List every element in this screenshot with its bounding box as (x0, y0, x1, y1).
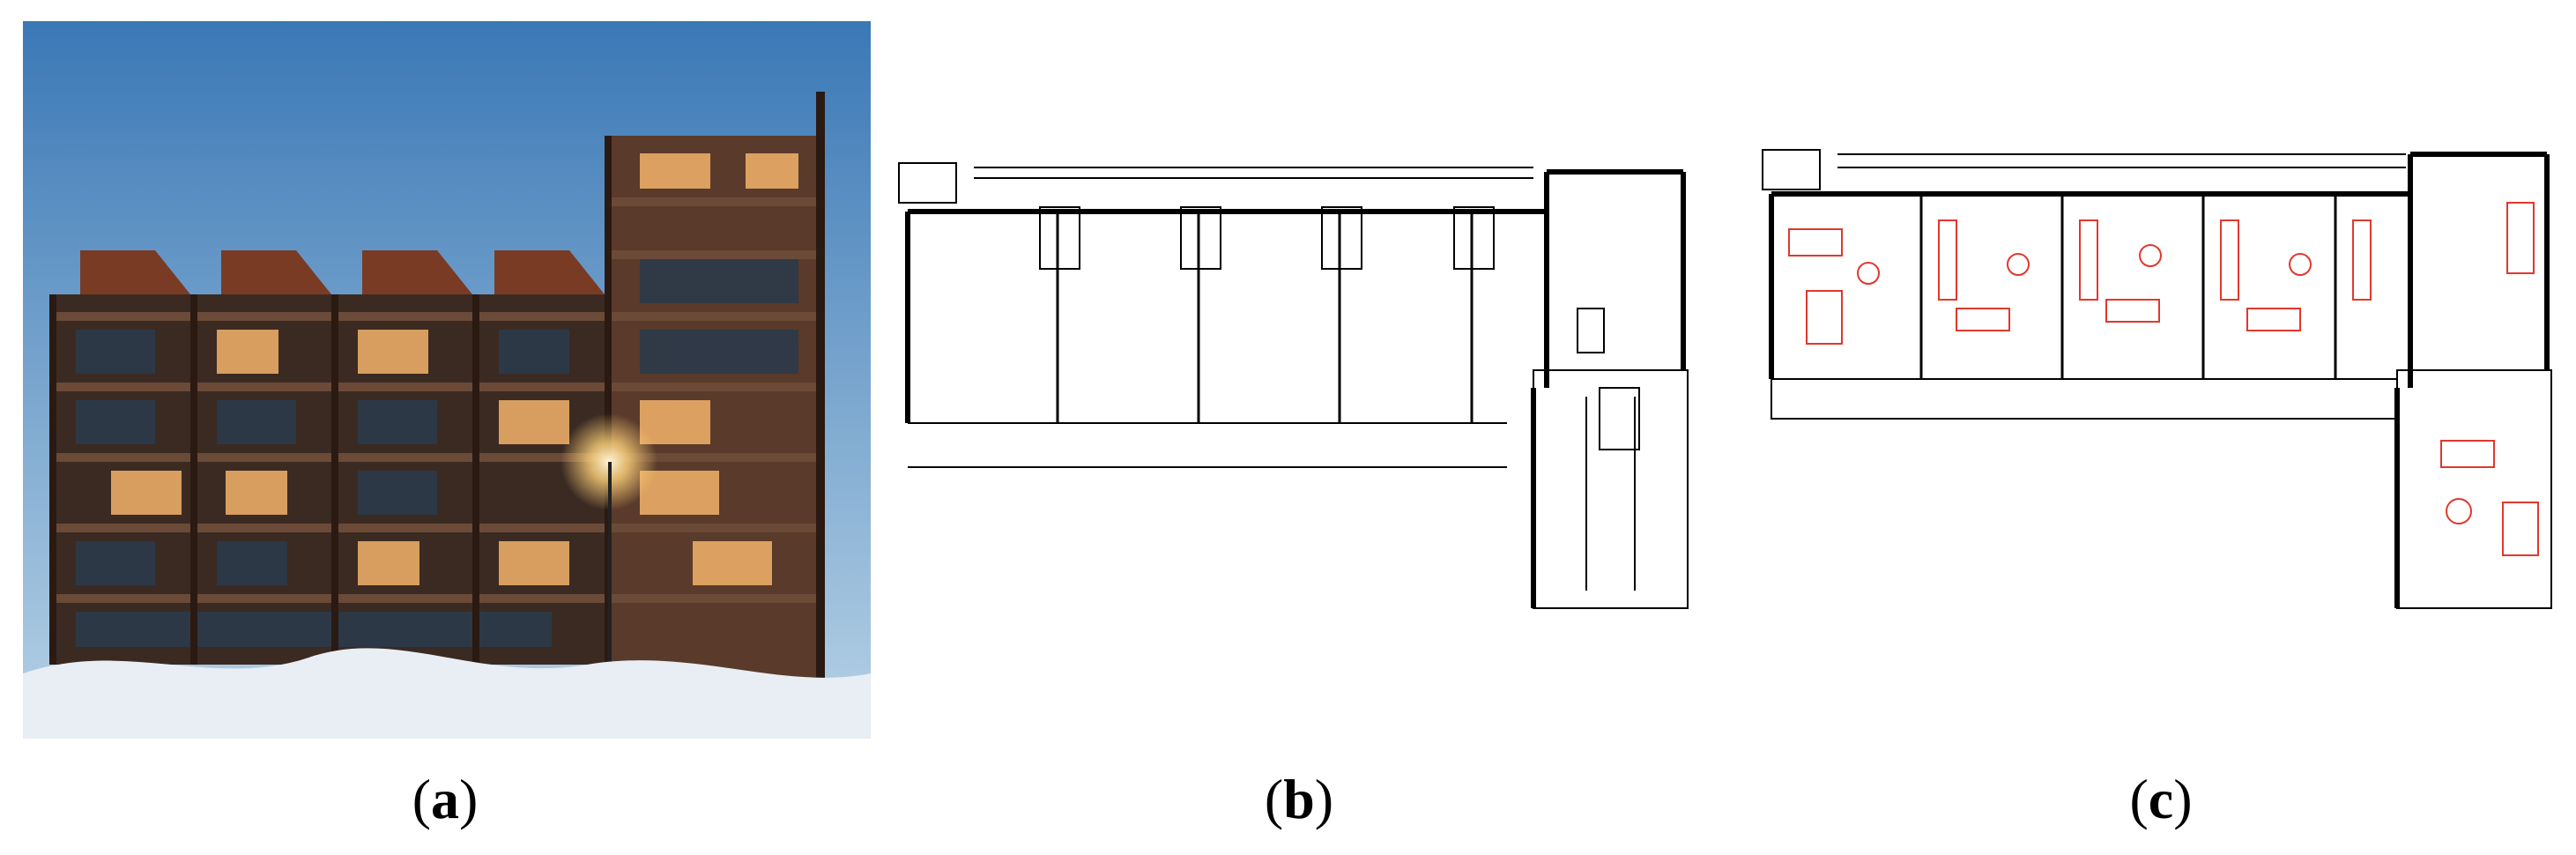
caption-b-letter: b (1283, 768, 1315, 830)
floor-plan-b-drawing (898, 162, 1689, 609)
caption-a: (a) (412, 768, 479, 830)
caption-c: (c) (2129, 768, 2193, 830)
building-photo-image (23, 21, 871, 739)
stair-c (1762, 149, 1821, 190)
caption-b: (b) (1264, 768, 1334, 830)
caption-a-letter: a (431, 768, 459, 830)
floor-plan-c-drawing (1762, 149, 2552, 609)
floor-plan-c (1754, 132, 2565, 626)
stair-b (898, 162, 957, 204)
floor-plan-b (890, 132, 1701, 626)
caption-c-letter: c (2148, 768, 2174, 830)
furniture-group (1788, 202, 2539, 556)
building-photo (23, 21, 871, 739)
